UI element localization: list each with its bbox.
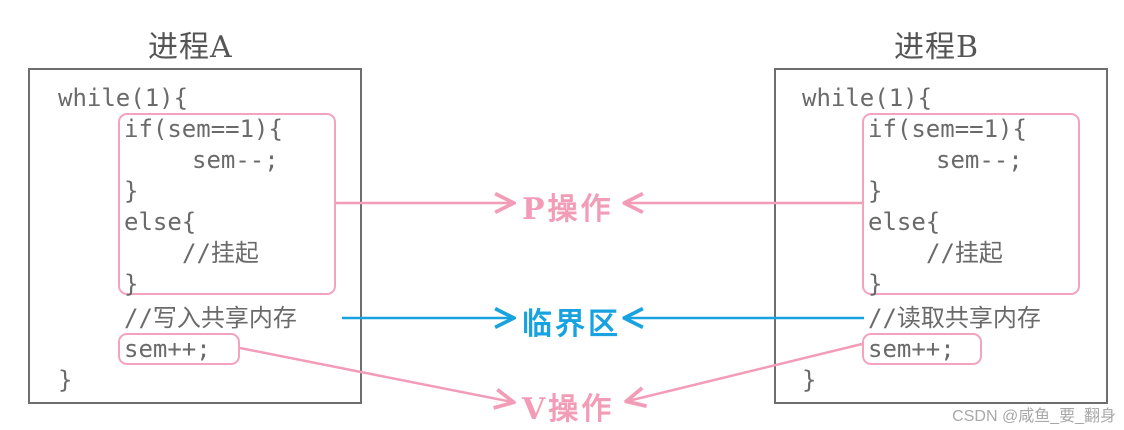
process-b-line-6: //挂起 [926,239,1003,267]
process-b-line-10: } [802,366,817,394]
process-a-title: 进程A [148,30,233,65]
process-a-line-8: //写入共享内存 [124,304,297,332]
v-arrow-from-b [628,342,863,401]
process-b-line-8: //读取共享内存 [868,304,1041,332]
process-b-line-5: else{ [868,208,941,236]
process-a-line-2: if(sem==1){ [124,115,283,143]
process-b-line-9: sem++; [868,335,955,363]
process-b-title: 进程B [894,30,980,65]
process-a-line-6: //挂起 [182,239,259,267]
process-a-line-9: sem++; [124,335,211,363]
process-a-v-block [118,333,240,365]
v-operation-label: V操作 [522,392,615,427]
v-arrow-from-a [239,346,512,402]
process-a-box [28,68,362,404]
process-b-line-2: if(sem==1){ [868,115,1027,143]
process-a-p-block [118,113,336,295]
process-a-line-5: else{ [124,208,197,236]
process-b-v-block [862,333,982,365]
process-a-line-1: while(1){ [58,84,189,112]
process-b-line-1: while(1){ [802,84,933,112]
process-b-line-3: sem--; [936,146,1023,174]
process-b-p-block [862,113,1080,295]
process-a-line-7: } [124,270,139,298]
critical-section-label: 临界区 [522,307,621,342]
process-b-line-7: } [868,270,883,298]
process-a-line-3: sem--; [192,146,279,174]
process-b-box [774,68,1108,404]
watermark: CSDN @咸鱼_要_翻身 [952,408,1116,425]
process-a-line-4: } [124,177,139,205]
p-operation-label: P操作 [522,192,614,227]
process-b-line-4: } [868,177,883,205]
process-a-line-10: } [58,366,73,394]
